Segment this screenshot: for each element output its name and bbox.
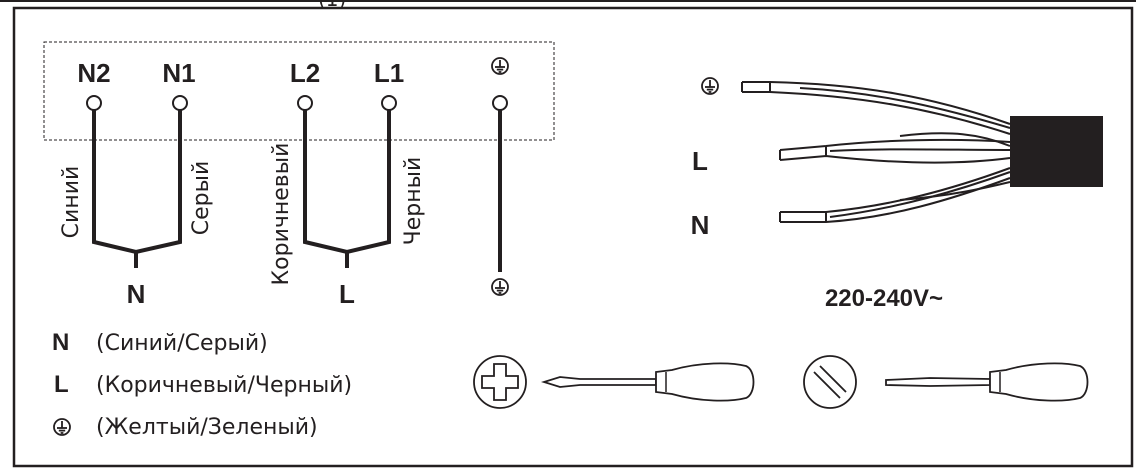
flathead-screwdriver-icon bbox=[803, 355, 1089, 409]
terminal-screw-l1 bbox=[381, 95, 397, 111]
ground-icon bbox=[53, 418, 71, 436]
cable-n-sheath bbox=[899, 181, 1011, 201]
legend-text-ground: (Желтый/Зеленый) bbox=[96, 415, 318, 440]
header-fragment: (1) bbox=[318, 0, 346, 11]
cable-l-core bbox=[829, 148, 1011, 152]
line-wires bbox=[303, 108, 391, 255]
terminal-block: N2 N1 L2 L1 Синий Серый Коричневый Черны… bbox=[43, 41, 555, 309]
terminal-screw-l2 bbox=[297, 95, 313, 111]
cable-l-top bbox=[779, 138, 1011, 151]
voltage-label: 220-240V~ bbox=[825, 285, 943, 312]
power-cable: L N 220-240V~ bbox=[691, 77, 1103, 312]
legend-text-n: (Синий/Серый) bbox=[96, 331, 268, 356]
outer-frame bbox=[12, 6, 1134, 468]
wire-label-black: Черный bbox=[401, 157, 426, 246]
terminal-label-n2: N2 bbox=[77, 58, 110, 88]
junction-label-l: L bbox=[339, 279, 355, 309]
legend-symbol-n: N bbox=[52, 329, 69, 356]
cable-n-core bbox=[829, 171, 1011, 218]
ground-icon bbox=[701, 77, 719, 95]
cable-l-bottom bbox=[779, 154, 1011, 164]
cable-label-l: L bbox=[692, 146, 708, 176]
terminal-label-l1: L1 bbox=[374, 58, 404, 88]
cable-sheath-block bbox=[1010, 116, 1103, 187]
junction-label-n: N bbox=[127, 279, 146, 309]
neutral-wires bbox=[92, 108, 182, 255]
terminal-label-l2: L2 bbox=[290, 58, 320, 88]
phillips-screwdriver-icon bbox=[473, 355, 755, 409]
cable-n-top bbox=[780, 167, 1011, 213]
cable-ground-bottom bbox=[742, 91, 1011, 135]
cable-ground-top bbox=[742, 81, 1011, 125]
color-legend: N (Синий/Серый) L (Коричневый/Черный) (Ж… bbox=[52, 329, 352, 440]
terminal-screw-ground bbox=[492, 95, 508, 111]
ground-icon bbox=[491, 57, 509, 75]
cable-label-n: N bbox=[691, 210, 710, 240]
legend-symbol-l: L bbox=[54, 371, 69, 398]
ground-icon bbox=[491, 278, 509, 296]
wire-label-blue: Синий bbox=[59, 166, 84, 239]
terminal-label-n1: N1 bbox=[162, 58, 195, 88]
legend-text-l: (Коричневый/Черный) bbox=[96, 373, 352, 398]
terminal-box bbox=[43, 41, 555, 141]
terminal-screw-n1 bbox=[172, 95, 188, 111]
wire-label-brown: Коричневый bbox=[269, 143, 294, 286]
terminal-screw-n2 bbox=[86, 95, 102, 111]
cable-ground-core bbox=[799, 87, 1011, 129]
cable-l-sheath bbox=[899, 132, 1011, 147]
wire-label-gray: Серый bbox=[189, 161, 214, 236]
